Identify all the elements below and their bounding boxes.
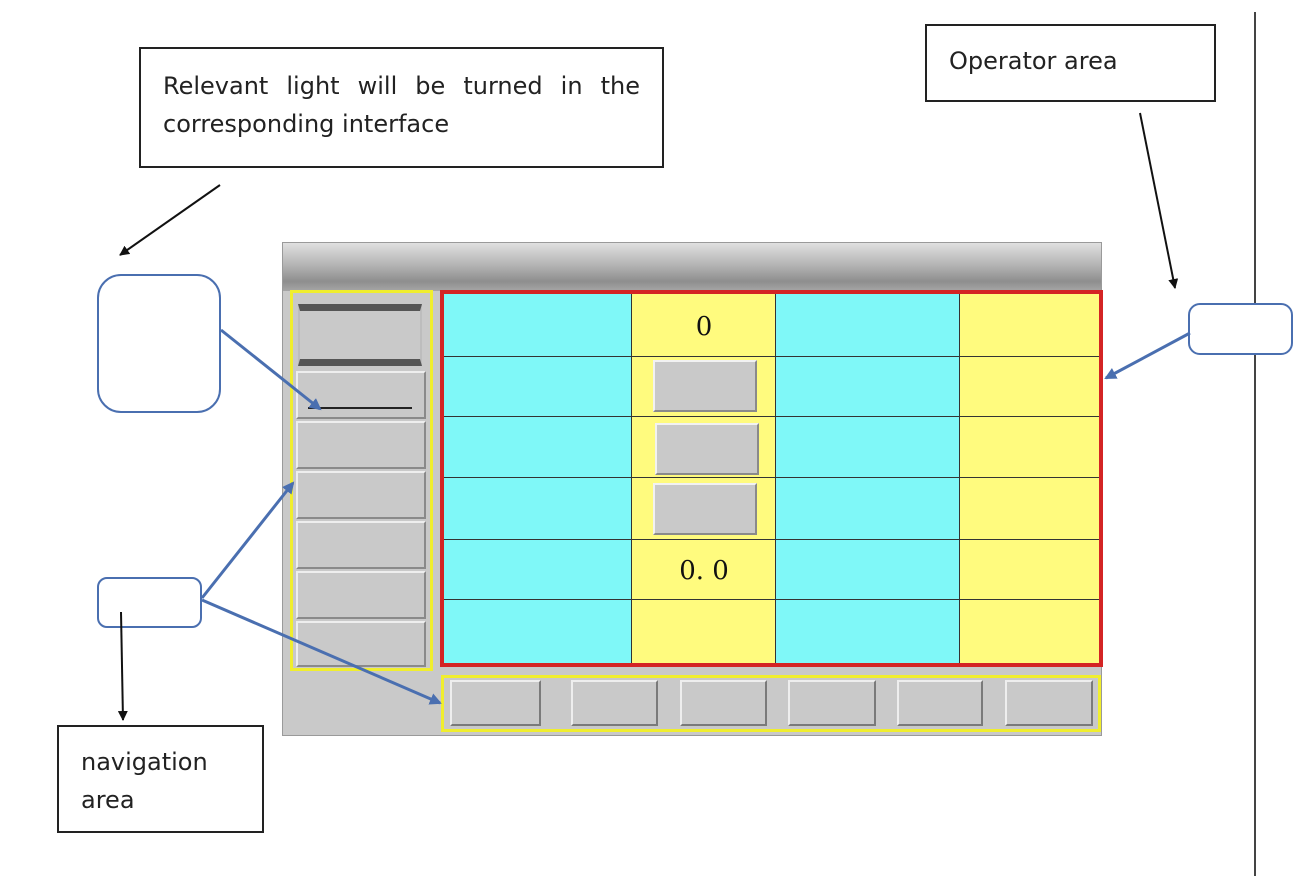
value-display-0-0: 0. 0	[679, 556, 729, 586]
navigation-bubble	[97, 577, 202, 628]
arrow-navigation-callout	[117, 611, 128, 721]
nav-button-3[interactable]	[296, 421, 426, 469]
light-callout-line-1: Relevant light will be turned in the	[163, 72, 640, 100]
navigation-callout-line-1: navigation	[81, 748, 208, 776]
grid-column-1	[444, 294, 631, 663]
grid-column-4	[959, 294, 1099, 663]
bottom-button-3[interactable]	[680, 680, 767, 726]
bottom-button-2[interactable]	[571, 680, 658, 726]
grid-divider-h5	[444, 599, 1099, 600]
grid-divider-h3	[444, 477, 1099, 478]
nav-button-5[interactable]	[296, 521, 426, 569]
status-light-indicator	[308, 407, 412, 409]
grid-button-3[interactable]	[653, 483, 757, 535]
arrow-to-operator-area	[1104, 331, 1191, 380]
arrow-light-callout	[119, 184, 221, 256]
operator-bubble	[1188, 303, 1293, 355]
grid-divider-h2	[444, 416, 1099, 417]
page-divider-line	[1254, 12, 1256, 876]
grid-button-1[interactable]	[653, 360, 757, 412]
operator-area: 0 0. 0	[440, 290, 1103, 667]
arrow-to-navigation-area	[200, 481, 295, 599]
bottom-button-5[interactable]	[897, 680, 983, 726]
navigation-callout-line-2: area	[81, 786, 135, 814]
light-indicator-callout: Relevant light will be turned in the cor…	[139, 47, 664, 168]
operator-area-callout: Operator area	[925, 24, 1216, 102]
bottom-button-4[interactable]	[788, 680, 876, 726]
grid-divider-v2	[775, 294, 776, 663]
grid-divider-h1	[444, 356, 1099, 357]
nav-button-4[interactable]	[296, 471, 426, 519]
navigation-area-callout: navigation area	[57, 725, 264, 833]
grid-column-2	[631, 294, 775, 663]
grid-divider-h4	[444, 539, 1099, 540]
screen-title-bar	[283, 243, 1101, 291]
bottom-button-1[interactable]	[450, 680, 541, 726]
grid-column-3	[775, 294, 959, 663]
indicator-light-bubble	[97, 274, 221, 413]
value-display-0: 0	[695, 312, 713, 342]
light-callout-line-2: corresponding interface	[163, 110, 450, 138]
grid-divider-v1	[631, 294, 632, 663]
navigation-area-outline	[290, 290, 433, 671]
arrow-operator-callout	[1139, 112, 1179, 289]
bottom-button-6[interactable]	[1005, 680, 1093, 726]
bottom-navigation-outline	[441, 675, 1101, 732]
grid-button-2[interactable]	[655, 423, 759, 475]
operator-callout-label: Operator area	[949, 47, 1118, 75]
grid-divider-v3	[959, 294, 960, 663]
